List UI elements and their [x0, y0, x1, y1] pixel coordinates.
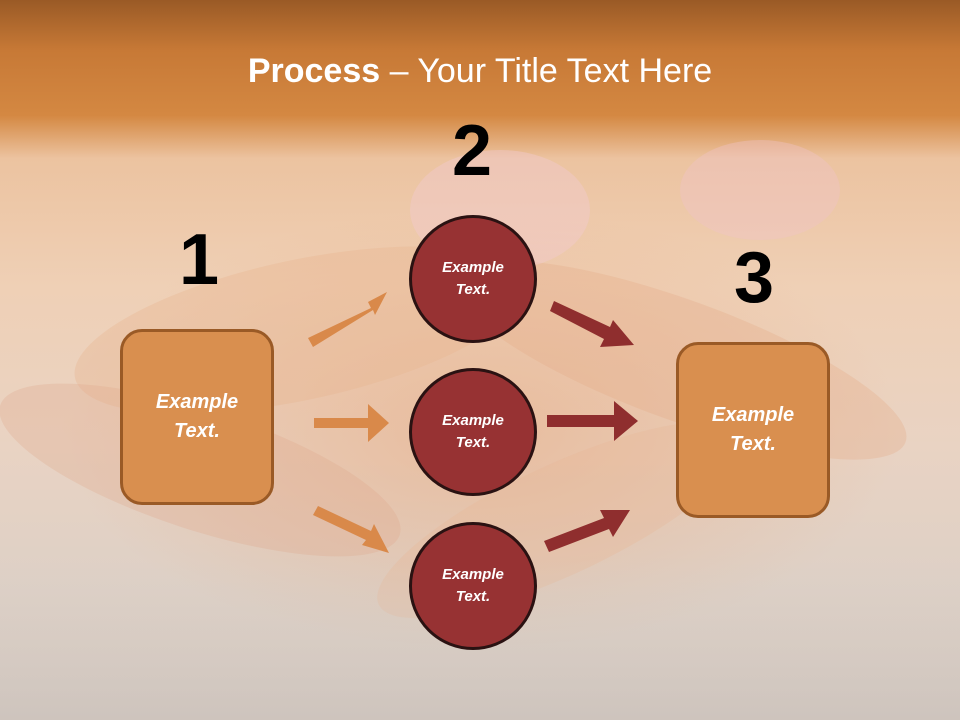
right-box: Example Text.	[676, 342, 830, 518]
circle-top-line1: Example	[442, 258, 504, 276]
left-box-line1: Example	[155, 391, 239, 413]
left-box-line2: Text.	[174, 420, 220, 442]
circle-bottom-label: Example Text.	[442, 564, 504, 609]
step-number-3: 3	[733, 238, 775, 318]
slide-title: Process – Your Title Text Here	[0, 52, 960, 91]
arrow-middle-to-right	[547, 401, 638, 441]
circle-middle-line1: Example	[442, 411, 504, 429]
left-box-label: Example Text.	[156, 388, 238, 446]
right-box-line1: Example	[711, 404, 795, 426]
circle-middle-label: Example Text.	[442, 410, 504, 455]
title-rest: – Your Title Text Here	[380, 52, 713, 90]
arrow-bottom-to-right	[544, 510, 630, 552]
arrow-left-to-middle	[314, 404, 389, 442]
step-number-1: 1	[178, 220, 220, 300]
step-number-2: 2	[451, 111, 493, 191]
circle-top-label: Example Text.	[442, 257, 504, 302]
left-box: Example Text.	[120, 329, 274, 505]
circle-top-line2: Text.	[455, 281, 491, 298]
circle-middle-line2: Text.	[455, 434, 491, 451]
arrow-left-to-bottom	[313, 506, 389, 553]
circle-bottom-line2: Text.	[455, 588, 491, 605]
arrow-top-to-right	[550, 301, 634, 347]
right-box-label: Example Text.	[712, 401, 794, 459]
arrow-left-to-top	[308, 292, 387, 347]
circle-bottom: Example Text.	[409, 522, 537, 650]
circle-top: Example Text.	[409, 215, 537, 343]
right-box-line2: Text.	[730, 433, 776, 455]
circle-middle: Example Text.	[409, 368, 537, 496]
title-bold: Process	[247, 52, 381, 90]
circle-bottom-line1: Example	[442, 565, 504, 583]
